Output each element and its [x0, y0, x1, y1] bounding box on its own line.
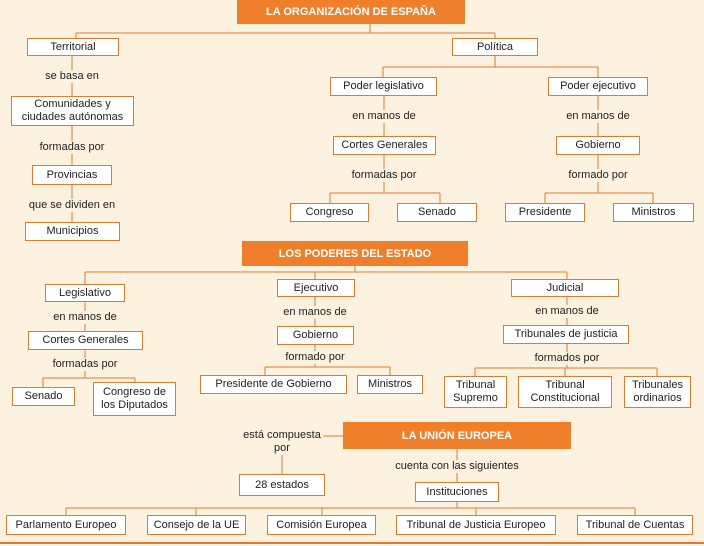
node-cortes-generales-2: Cortes Generales — [28, 331, 143, 350]
node-congreso: Congreso — [290, 203, 369, 222]
node-ejecutivo: Ejecutivo — [277, 279, 355, 297]
label-formadas-por-2: formadas por — [50, 358, 120, 371]
node-consejo-ue: Consejo de la UE — [147, 515, 246, 535]
node-senado: Senado — [397, 203, 477, 222]
label-formados-por: formados por — [532, 352, 602, 365]
node-judicial: Judicial — [511, 279, 619, 297]
label-cuenta-con: cuenta con las siguientes — [393, 460, 521, 473]
bottom-divider — [0, 542, 704, 544]
node-parlamento-europeo: Parlamento Europeo — [6, 515, 126, 535]
node-tribunal-justicia-europeo: Tribunal de Justicia Europeo — [396, 515, 556, 535]
node-tribunales-justicia: Tribunales de justicia — [503, 325, 629, 344]
label-formadas-por-cortes: formadas por — [349, 169, 419, 182]
node-congreso-diputados: Congreso de los Diputados — [93, 382, 176, 416]
label-en-manos-de-legislativo: en manos de — [350, 110, 418, 123]
label-que-se-dividen-en: que se dividen en — [26, 199, 118, 212]
node-territorial: Territorial — [27, 38, 119, 56]
node-gobierno-2: Gobierno — [277, 326, 354, 345]
node-ministros-2: Ministros — [357, 375, 423, 394]
node-28-estados: 28 estados — [239, 474, 325, 496]
node-tribunal-cuentas: Tribunal de Cuentas — [577, 515, 693, 535]
node-tribunales-ordinarios: Tribunales ordinarios — [624, 376, 691, 408]
label-en-manos-de-ejecutivo: en manos de — [564, 110, 632, 123]
node-senado-2: Senado — [12, 387, 75, 406]
header-organizacion-espana: LA ORGANIZACIÓN DE ESPAÑA — [237, 0, 465, 24]
node-legislativo: Legislativo — [45, 284, 125, 302]
node-poder-ejecutivo: Poder ejecutivo — [548, 77, 648, 96]
node-instituciones: Instituciones — [415, 482, 499, 502]
label-en-manos-de-1: en manos de — [51, 311, 119, 324]
node-comision-europea: Comisión Europea — [267, 515, 376, 535]
label-en-manos-de-3: en manos de — [533, 305, 601, 318]
node-cortes-generales: Cortes Generales — [333, 136, 436, 155]
node-tribunal-constitucional: Tribunal Constitucional — [518, 376, 612, 408]
label-formado-por-2: formado por — [283, 351, 347, 364]
label-formado-por: formado por — [566, 169, 630, 182]
node-presidente: Presidente — [505, 203, 585, 222]
label-en-manos-de-2: en manos de — [281, 306, 349, 319]
node-tribunal-supremo: Tribunal Supremo — [444, 376, 507, 408]
label-formadas-por: formadas por — [37, 141, 107, 154]
label-esta-compuesta-por: está compuesta por — [241, 429, 323, 455]
node-municipios: Municipios — [25, 222, 120, 241]
header-poderes-estado: LOS PODERES DEL ESTADO — [242, 241, 468, 266]
node-ministros: Ministros — [613, 203, 694, 222]
node-gobierno: Gobierno — [556, 136, 640, 155]
node-comunidades: Comunidades y ciudades autónomas — [11, 96, 134, 126]
node-poder-legislativo: Poder legislativo — [330, 77, 437, 96]
label-se-basa-en: se basa en — [43, 70, 101, 83]
node-provincias: Provincias — [32, 165, 112, 185]
node-politica: Política — [452, 38, 538, 56]
header-union-europea: LA UNIÓN EUROPEA — [343, 422, 571, 449]
node-presidente-gobierno: Presidente de Gobierno — [200, 375, 347, 394]
